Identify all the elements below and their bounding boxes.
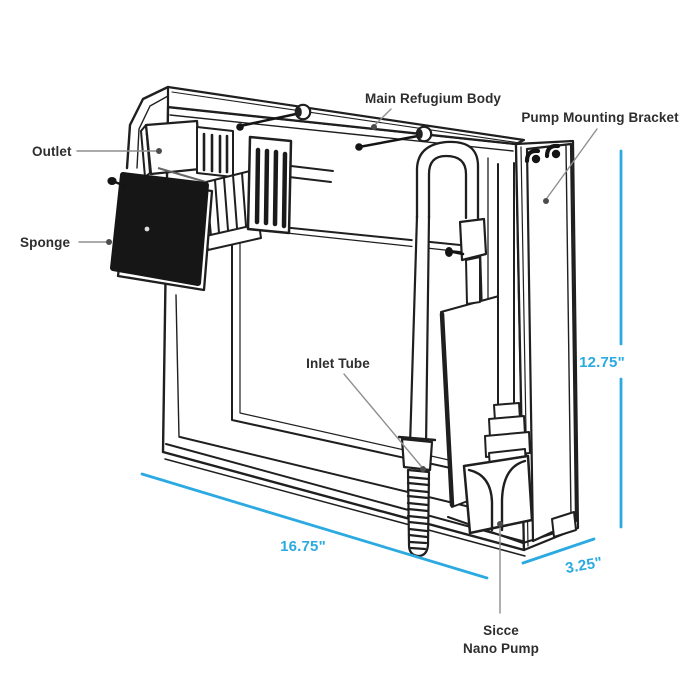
- hood-inner: [136, 95, 169, 169]
- part-labels: Main Refugium Body Pump Mounting Bracket…: [20, 91, 679, 656]
- pump-mounting-bracket: [524, 142, 578, 543]
- dimension-text-length: 16.75": [280, 538, 326, 555]
- inlet-tube: [397, 435, 437, 558]
- slat-panel-lines: [214, 170, 254, 234]
- thumbscrew-head: [445, 247, 453, 257]
- inlet-ribs: [406, 475, 431, 551]
- bracket-clip-hook-2: [544, 143, 561, 159]
- tube-fill: [409, 214, 429, 450]
- down-tube-lines: [408, 214, 431, 449]
- label-pump-line1: Sicce: [483, 623, 519, 638]
- label-pump-mounting-bracket: Pump Mounting Bracket: [521, 110, 679, 125]
- screw-rod-2: [357, 134, 420, 149]
- leader-inlet-tube: [343, 373, 422, 467]
- leader-pump-bracket: [546, 128, 598, 199]
- leader-dot-outlet: [156, 148, 162, 154]
- arch-outer: [415, 140, 480, 220]
- outlet-box-front: [144, 119, 202, 176]
- sponge-block: [110, 172, 209, 286]
- sponge-pin-shaft: [113, 180, 127, 188]
- outlet-shelf-line: [157, 167, 207, 183]
- outlet-assembly: [125, 85, 334, 251]
- screw-knob-1-cap: [296, 107, 302, 117]
- chamber-panel-dark-edge: [439, 311, 455, 508]
- inlet-collar: [400, 437, 434, 472]
- pump-volute: [467, 459, 527, 532]
- bottom-edge-outer: [164, 458, 526, 557]
- screw-tip-2: [355, 143, 363, 151]
- arch-hanger: [458, 217, 488, 262]
- label-inlet-tube: Inlet Tube: [306, 356, 370, 371]
- label-pump-line2: Nano Pump: [463, 641, 539, 656]
- label-sponge: Sponge: [20, 235, 70, 250]
- leader-lines: [76, 108, 598, 614]
- bracket-clip-knob-2: [551, 149, 561, 159]
- screw-rod-1: [238, 112, 298, 128]
- bracket-foot: [551, 511, 577, 538]
- siphon-tube: [408, 140, 488, 450]
- leader-dot-inlet-tube: [420, 466, 426, 472]
- tank-top-rim: [166, 85, 526, 146]
- pump-tube: [497, 162, 515, 408]
- grate-a-slats: [202, 132, 229, 174]
- dimension-line-length: [140, 472, 489, 580]
- dimension-lines: 12.75" 16.75" 3.25": [140, 149, 625, 580]
- pump-body: [462, 454, 534, 535]
- left-wall-inner: [175, 294, 180, 438]
- screw-knob-2-cap: [417, 129, 423, 139]
- thumbscrew-shaft: [451, 250, 465, 256]
- arch-inner: [427, 154, 468, 220]
- arch-hanger-neck: [465, 256, 481, 305]
- bracket-clip-knob-1: [531, 154, 541, 164]
- leader-main-body: [374, 108, 392, 126]
- dimension-text-height: 12.75": [579, 354, 625, 371]
- pump-chamber: [439, 157, 534, 535]
- leader-dot-pump-bracket: [543, 198, 549, 204]
- pump-tube-fill: [498, 163, 514, 407]
- leader-dot-sponge: [106, 239, 112, 245]
- leader-dot-pump: [497, 521, 503, 527]
- label-main-refugium-body: Main Refugium Body: [365, 91, 501, 106]
- sponge-assembly: [107, 172, 214, 292]
- bracket-clip-hook-1: [524, 148, 541, 164]
- dimension-line-depth: [521, 537, 596, 565]
- sponge-pin: [107, 177, 117, 185]
- hood-outer: [125, 85, 170, 170]
- rim-back-line: [171, 91, 521, 144]
- grate-arm: [288, 165, 334, 183]
- mounting-screws: [236, 103, 433, 151]
- inlet-collar-lip: [397, 435, 437, 442]
- leader-dot-main-body: [371, 124, 377, 130]
- label-outlet: Outlet: [32, 144, 72, 159]
- grate-b-slots: [254, 147, 288, 229]
- dimension-text-depth: 3.25": [564, 554, 604, 577]
- bracket-inner-line: [565, 145, 572, 518]
- sponge-highlight: [144, 226, 150, 232]
- screw-tip-1: [236, 123, 244, 131]
- bottom-edge-inner: [165, 443, 523, 542]
